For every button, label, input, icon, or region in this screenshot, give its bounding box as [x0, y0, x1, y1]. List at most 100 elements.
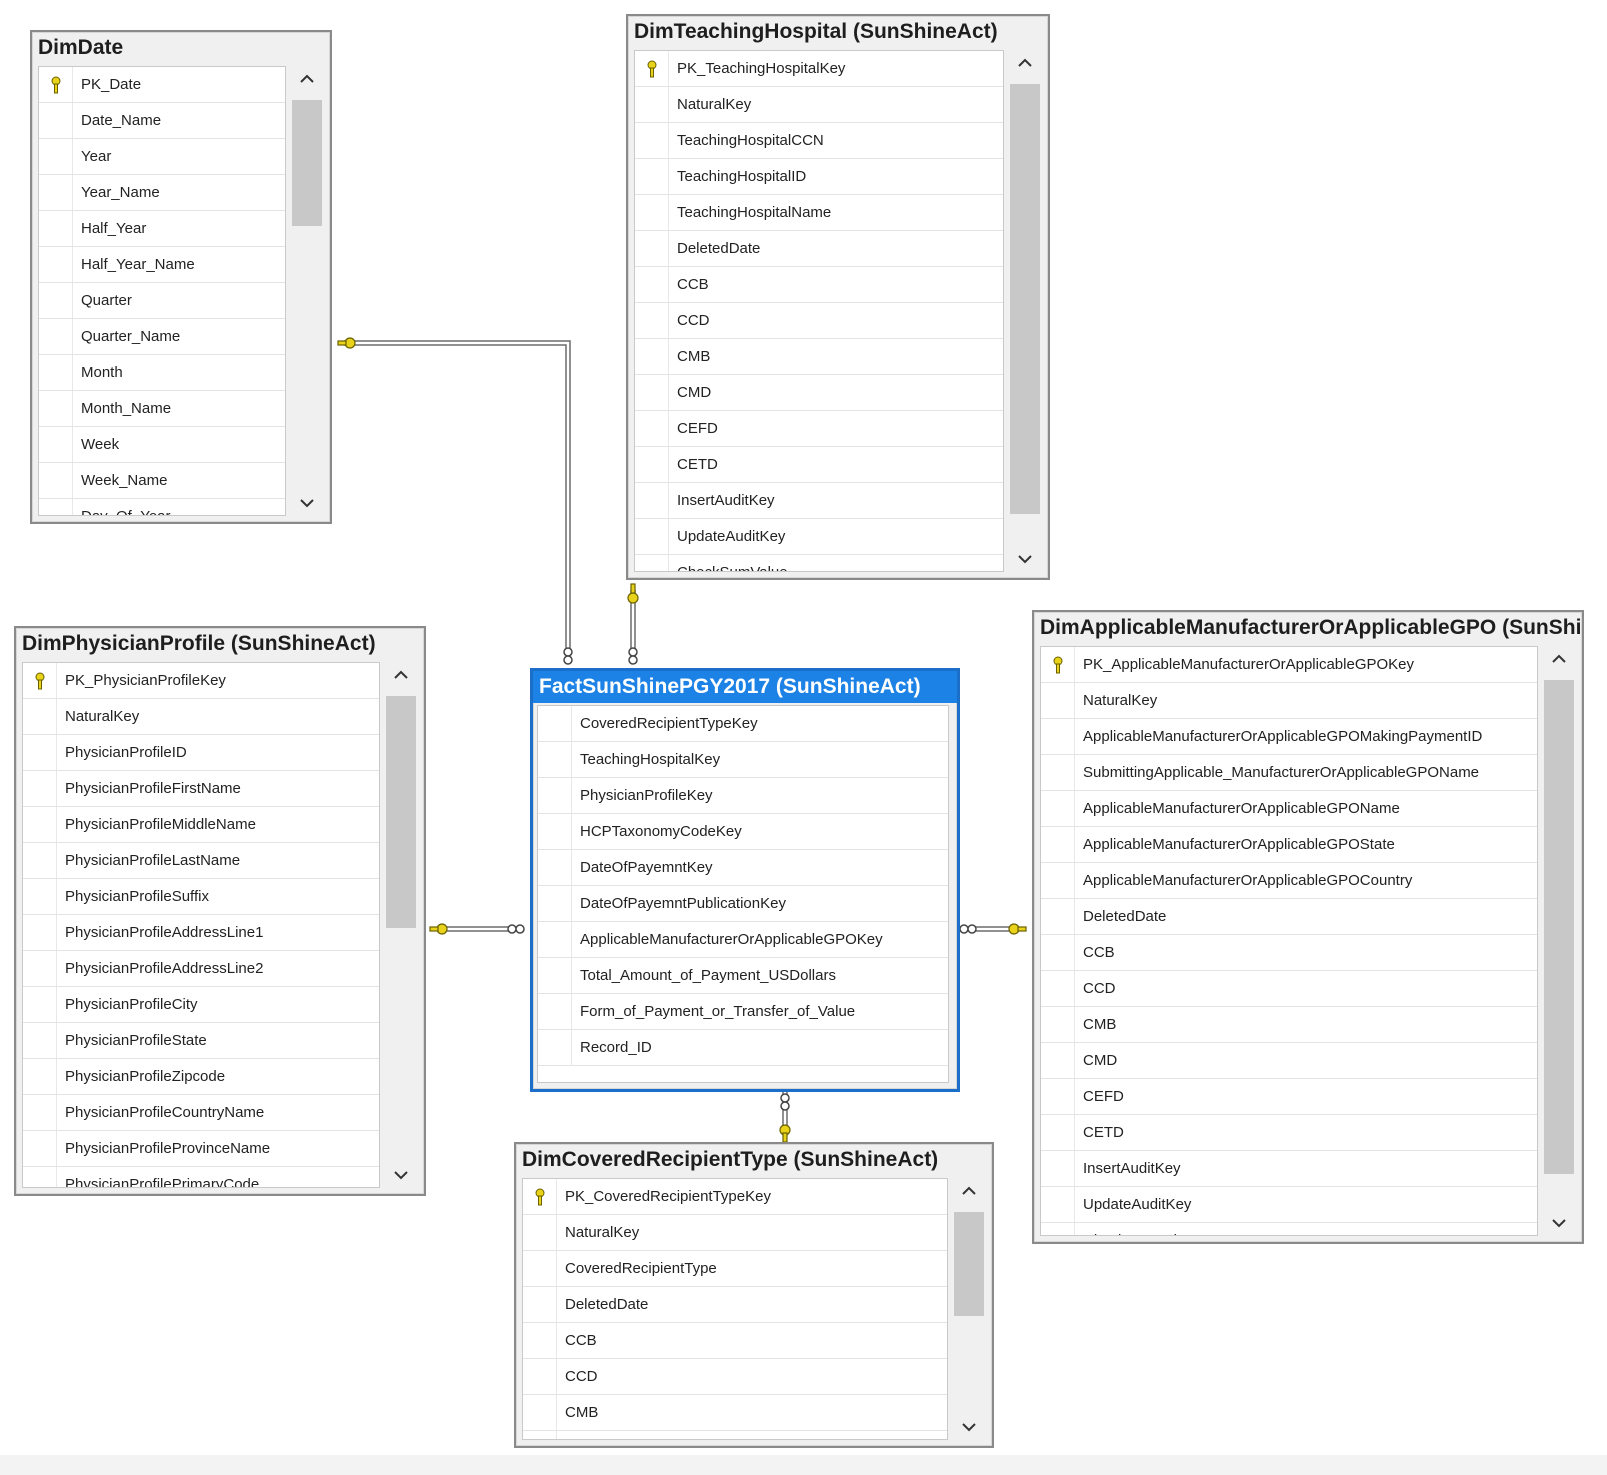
row-selector[interactable] — [523, 1179, 557, 1214]
row-selector[interactable] — [1041, 827, 1075, 862]
row-selector[interactable] — [1041, 1187, 1075, 1222]
table-covered-recipient-type[interactable]: DimCoveredRecipientType (SunShineAct) PK… — [514, 1142, 994, 1448]
row-selector[interactable] — [538, 958, 572, 993]
column-row[interactable]: CETD — [635, 447, 1003, 483]
column-row[interactable]: PK_TeachingHospitalKey — [635, 51, 1003, 87]
scroll-up-icon[interactable] — [1013, 52, 1037, 74]
row-selector[interactable] — [523, 1431, 557, 1439]
row-selector[interactable] — [635, 339, 669, 374]
column-row[interactable]: PhysicianProfileCity — [23, 987, 379, 1023]
column-row[interactable]: InsertAuditKey — [635, 483, 1003, 519]
column-row[interactable]: ApplicableManufacturerOrApplicableGPOKey — [538, 922, 948, 958]
row-selector[interactable] — [39, 355, 73, 390]
row-selector[interactable] — [538, 886, 572, 921]
row-selector[interactable] — [39, 247, 73, 282]
column-row[interactable]: TeachingHospitalName — [635, 195, 1003, 231]
column-row[interactable]: CMD — [1041, 1043, 1537, 1079]
row-selector[interactable] — [635, 555, 669, 571]
column-row[interactable]: Date_Name — [39, 103, 285, 139]
row-selector[interactable] — [23, 951, 57, 986]
row-selector[interactable] — [23, 699, 57, 734]
column-row[interactable]: CEFD — [1041, 1079, 1537, 1115]
row-selector[interactable] — [635, 303, 669, 338]
row-selector[interactable] — [23, 1131, 57, 1166]
column-row[interactable]: InsertAuditKey — [1041, 1151, 1537, 1187]
row-selector[interactable] — [635, 519, 669, 554]
scroll-thumb[interactable] — [1544, 680, 1574, 1174]
row-selector[interactable] — [523, 1359, 557, 1394]
scroll-down-icon[interactable] — [957, 1416, 981, 1438]
row-selector[interactable] — [538, 994, 572, 1029]
row-selector[interactable] — [1041, 1079, 1075, 1114]
table-fact-sunshine[interactable]: FactSunShinePGY2017 (SunShineAct) Covere… — [530, 668, 960, 1092]
row-selector[interactable] — [635, 267, 669, 302]
row-selector[interactable] — [39, 139, 73, 174]
row-selector[interactable] — [23, 735, 57, 770]
row-selector[interactable] — [39, 391, 73, 426]
column-row[interactable]: ApplicableManufacturerOrApplicableGPOMak… — [1041, 719, 1537, 755]
column-row[interactable]: CEFD — [635, 411, 1003, 447]
row-selector[interactable] — [1041, 899, 1075, 934]
row-selector[interactable] — [23, 843, 57, 878]
row-selector[interactable] — [523, 1323, 557, 1358]
column-list[interactable]: PK_ApplicableManufacturerOrApplicableGPO… — [1040, 646, 1538, 1236]
column-row[interactable]: Month_Name — [39, 391, 285, 427]
row-selector[interactable] — [23, 915, 57, 950]
row-selector[interactable] — [1041, 1007, 1075, 1042]
row-selector[interactable] — [1041, 683, 1075, 718]
row-selector[interactable] — [635, 447, 669, 482]
row-selector[interactable] — [39, 427, 73, 462]
scroll-down-icon[interactable] — [389, 1164, 413, 1186]
row-selector[interactable] — [635, 375, 669, 410]
column-row[interactable]: CMB — [635, 339, 1003, 375]
column-row[interactable]: UpdateAuditKey — [1041, 1187, 1537, 1223]
row-selector[interactable] — [23, 771, 57, 806]
row-selector[interactable] — [538, 706, 572, 741]
column-row[interactable]: CoveredRecipientType — [523, 1251, 947, 1287]
column-row[interactable]: ApplicableManufacturerOrApplicableGPONam… — [1041, 791, 1537, 827]
column-row[interactable]: DateOfPayemntKey — [538, 850, 948, 886]
row-selector[interactable] — [538, 742, 572, 777]
row-selector[interactable] — [635, 483, 669, 518]
column-row[interactable]: NaturalKey — [1041, 683, 1537, 719]
column-row[interactable]: NaturalKey — [523, 1215, 947, 1251]
row-selector[interactable] — [1041, 755, 1075, 790]
column-row[interactable]: Half_Year — [39, 211, 285, 247]
row-selector[interactable] — [523, 1215, 557, 1250]
column-row[interactable]: Year — [39, 139, 285, 175]
row-selector[interactable] — [523, 1395, 557, 1430]
row-selector[interactable] — [1041, 863, 1075, 898]
vertical-scrollbar[interactable] — [1008, 50, 1042, 572]
column-row[interactable]: Week — [39, 427, 285, 463]
table-teaching-hospital[interactable]: DimTeachingHospital (SunShineAct) PK_Tea… — [626, 14, 1050, 580]
row-selector[interactable] — [1041, 647, 1075, 682]
scroll-up-icon[interactable] — [957, 1180, 981, 1202]
row-selector[interactable] — [635, 123, 669, 158]
column-row[interactable]: DateOfPayemntPublicationKey — [538, 886, 948, 922]
row-selector[interactable] — [23, 663, 57, 698]
row-selector[interactable] — [23, 987, 57, 1022]
relationship-physician-fact[interactable] — [446, 926, 512, 932]
column-row[interactable]: CCB — [523, 1323, 947, 1359]
scroll-down-icon[interactable] — [1547, 1212, 1571, 1234]
scroll-thumb[interactable] — [1010, 84, 1040, 514]
column-row[interactable]: CCD — [635, 303, 1003, 339]
column-row[interactable]: CheckSumValue — [635, 555, 1003, 571]
column-row[interactable]: PhysicianProfileCountryName — [23, 1095, 379, 1131]
column-row[interactable]: Year_Name — [39, 175, 285, 211]
row-selector[interactable] — [23, 879, 57, 914]
row-selector[interactable] — [23, 807, 57, 842]
row-selector[interactable] — [23, 1059, 57, 1094]
column-row[interactable]: HCPTaxonomyCodeKey — [538, 814, 948, 850]
row-selector[interactable] — [635, 411, 669, 446]
column-row[interactable]: PhysicianProfileAddressLine2 — [23, 951, 379, 987]
row-selector[interactable] — [39, 319, 73, 354]
row-selector[interactable] — [1041, 791, 1075, 826]
column-row[interactable]: PhysicianProfileKey — [538, 778, 948, 814]
column-row[interactable]: CCB — [1041, 935, 1537, 971]
vertical-scrollbar[interactable] — [290, 66, 324, 516]
column-row[interactable]: NaturalKey — [635, 87, 1003, 123]
